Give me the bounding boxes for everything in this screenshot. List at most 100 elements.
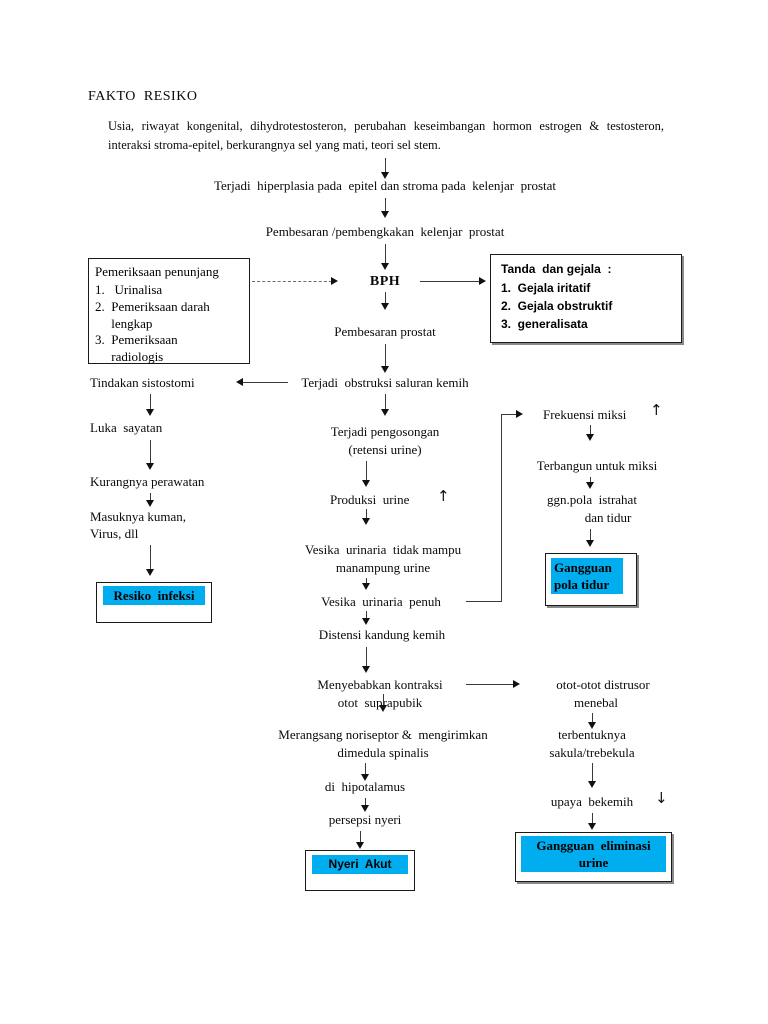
node-masuknya-kuman-line1: Masuknya kuman, — [90, 509, 187, 524]
connector-upaya-gangguaneliminasi — [592, 813, 593, 826]
arrowhead-down — [361, 666, 370, 673]
node-upaya-bekemih: upaya bekemih — [550, 794, 634, 809]
up-arrow-icon-frekuensi: ↑ — [650, 401, 663, 419]
arrowhead-down — [380, 409, 389, 416]
connector-persepsi-nyeriakut — [360, 831, 361, 845]
tanda-gejala-box — [490, 254, 682, 343]
arrowhead-right — [513, 679, 520, 688]
node-ggn-pola-line2: dan tidur — [584, 510, 632, 525]
arrowhead-down — [585, 434, 594, 441]
pemeriksaan-item-3-cont: radiologis — [95, 349, 164, 364]
arrowhead-down — [587, 781, 596, 788]
connector-vesikapenuh-distensi — [366, 611, 367, 621]
connector-riskfactors-hiperplasia — [385, 158, 386, 175]
node-produksi-urine: Produksi urine — [330, 492, 410, 507]
node-persepsi-nyeri: persepsi nyeri — [328, 812, 402, 827]
connector-hipotalamus-persepsi — [365, 798, 366, 808]
down-arrow-icon-upaya: ↓ — [655, 789, 668, 807]
node-distensi: Distensi kandung kemih — [318, 627, 446, 642]
connector-obstruksi-sistostomi — [243, 382, 288, 383]
pemeriksaan-heading: Pemeriksaan penunjang — [95, 264, 219, 279]
diagnosis-gangguan-eliminasi-line2: urine — [578, 855, 609, 870]
node-kontraksi-line1: Menyebabkan kontraksi — [317, 677, 443, 692]
node-pengosongan-line2: (retensi urine) — [348, 442, 422, 457]
connector-ggnpola-gangguantidur — [590, 529, 591, 543]
tanda-item-3: 3. generalisata — [501, 317, 588, 331]
arrowhead-down — [380, 172, 389, 179]
connector-terbangun-ggnpola — [590, 477, 591, 485]
arrowhead-down — [380, 263, 389, 270]
connector-vesikamampu-vesikapenuh — [366, 578, 367, 586]
node-noriseptor-line1: Merangsang noriseptor & mengirimkan — [278, 727, 488, 742]
node-frekuensi-miksi: Frekuensi miksi — [543, 407, 627, 422]
arrowhead-down — [360, 774, 369, 781]
diagnosis-nyeri-akut: Nyeri Akut — [312, 855, 408, 874]
connector-to-frekuensi — [501, 414, 517, 415]
arrowhead-down — [361, 618, 370, 625]
arrowhead-down — [378, 705, 387, 712]
node-sakula-line1: terbentuknya — [558, 727, 626, 742]
arrowhead-down — [587, 823, 596, 830]
diagnosis-gangguan-pola-tidur: Gangguan pola tidur — [551, 558, 623, 594]
connector-kontraksi-noriseptor — [383, 694, 384, 708]
node-hiperplasia: Terjadi hiperplasia pada epitel dan stro… — [213, 178, 557, 193]
connector-pembesaran-bph — [385, 244, 386, 266]
arrowhead-down — [361, 583, 370, 590]
connector-pemeriksaan-bph — [252, 281, 332, 282]
diagnosis-gangguan-pola-tidur-line2: pola tidur — [554, 577, 610, 592]
pemeriksaan-item-1: 1. Urinalisa — [95, 282, 163, 297]
connector-perawatan-kuman — [150, 493, 151, 503]
arrowhead-down — [585, 540, 594, 547]
arrowhead-down — [145, 500, 154, 507]
connector-luka-perawatan — [150, 440, 151, 466]
node-tindakan-sistostomi: Tindakan sistostomi — [90, 375, 195, 390]
arrowhead-down — [145, 569, 154, 576]
connector-up-to-frekuensi — [501, 414, 502, 602]
connector-hiperplasia-pembesaran — [385, 198, 386, 214]
node-obstruksi: Terjadi obstruksi saluran kemih — [301, 375, 469, 390]
arrowhead-down — [145, 409, 154, 416]
node-vesika-tidak-mampu-line2: manampung urine — [335, 560, 431, 575]
diagnosis-gangguan-pola-tidur-line1: Gangguan — [554, 560, 612, 575]
arrowhead-down — [361, 480, 370, 487]
node-pengosongan-line1: Terjadi pengosongan — [330, 424, 440, 439]
pemeriksaan-item-2: 2. Pemeriksaan darah — [95, 299, 210, 314]
diagnosis-resiko-infeksi: Resiko infeksi — [103, 586, 205, 605]
connector-vesikapenuh-right — [466, 601, 502, 602]
arrowhead-right — [479, 276, 486, 285]
connector-sakula-upaya — [592, 763, 593, 784]
arrowhead-down — [380, 303, 389, 310]
node-vesika-tidak-mampu-line1: Vesika urinaria tidak mampu — [304, 542, 462, 557]
arrowhead-down — [585, 482, 594, 489]
tanda-heading: Tanda dan gejala : — [501, 262, 612, 276]
page-title: FAKTO RESIKO — [88, 89, 198, 104]
node-noriseptor-line2: dimedula spinalis — [337, 745, 429, 760]
node-luka-sayatan: Luka sayatan — [90, 420, 163, 435]
node-distrusor-line2: menebal — [573, 695, 619, 710]
pemeriksaan-item-3: 3. Pemeriksaan — [95, 332, 178, 347]
pemeriksaan-item-2-cont: lengkap — [95, 316, 153, 331]
arrowhead-down — [355, 842, 364, 849]
node-pembesaran-kelenjar: Pembesaran /pembengkakan kelenjar prosta… — [265, 224, 505, 239]
connector-kontraksi-distrusor — [466, 684, 514, 685]
up-arrow-icon-produksi: ↑ — [437, 487, 450, 505]
connector-bph-tanda — [420, 281, 480, 282]
node-sakula-line2: sakula/trebekula — [549, 745, 635, 760]
diagnosis-gangguan-eliminasi-line1: Gangguan eliminasi — [536, 838, 651, 853]
connector-obstruksi-pengosongan — [385, 394, 386, 412]
risk-factors-text: Usia, riwayat kongenital, dihydrotestost… — [108, 119, 664, 152]
arrowhead-down — [360, 805, 369, 812]
arrowhead-down — [380, 366, 389, 373]
node-ggn-pola-line1: ggn.pola istrahat — [547, 492, 637, 507]
arrowhead-right — [331, 276, 338, 285]
connector-produksi-vesika — [366, 509, 367, 521]
connector-bph-pembesaranprostat — [385, 292, 386, 306]
arrowhead-down — [145, 463, 154, 470]
connector-distensi-kontraksi — [366, 647, 367, 669]
node-hipotalamus: di hipotalamus — [324, 779, 406, 794]
connector-kuman-resikoinfeksi — [150, 545, 151, 572]
node-terbangun-miksi: Terbangun untuk miksi — [536, 458, 658, 473]
node-kurangnya-perawatan: Kurangnya perawatan — [90, 474, 205, 489]
tanda-item-2: 2. Gejala obstruktif — [501, 299, 613, 313]
